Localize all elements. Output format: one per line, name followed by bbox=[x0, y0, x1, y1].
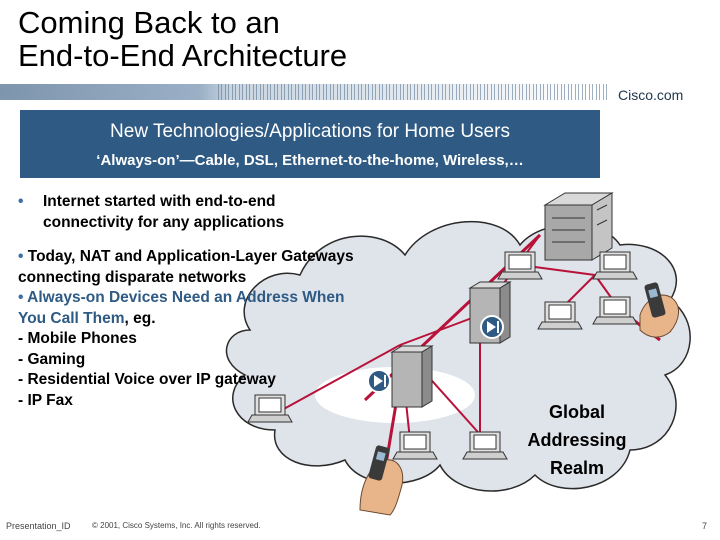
bullet-3-highlight: Always-on Devices Need an Address When Y… bbox=[18, 289, 345, 327]
global-addressing-realm-label: Global Addressing Realm bbox=[527, 402, 627, 478]
footer-presentation-id: Presentation_ID bbox=[6, 521, 71, 531]
workstation-icon-6 bbox=[592, 251, 638, 280]
title-line-1: Coming Back to an bbox=[18, 5, 280, 40]
workstation-icon-1 bbox=[247, 394, 293, 423]
bullet-2: • Today, NAT and Application-Layer Gatew… bbox=[18, 247, 358, 288]
slide-title: Coming Back to an End-to-End Architectur… bbox=[18, 6, 578, 72]
workstation-icon-3 bbox=[462, 431, 508, 460]
banner-subtitle: ‘Always-on’—Cable, DSL, Ethernet-to-the-… bbox=[96, 152, 524, 169]
bullet-3-rest: , eg. bbox=[124, 309, 156, 327]
banner-title: New Technologies/Applications for Home U… bbox=[110, 121, 510, 142]
example-item: - Gaming bbox=[18, 350, 86, 368]
bullet-dot: • bbox=[18, 289, 24, 306]
bullet-1-text: Internet started with end-to-end connect… bbox=[43, 193, 285, 231]
banner: New Technologies/Applications for Home U… bbox=[20, 110, 600, 178]
example-item: - Residential Voice over IP gateway bbox=[18, 371, 276, 388]
bullet-2-text: Today, NAT and Application-Layer Gateway… bbox=[18, 248, 354, 286]
example-item: - Mobile Phones bbox=[18, 330, 137, 347]
workstation-icon-7 bbox=[592, 296, 638, 325]
server-icon-gateway-1 bbox=[468, 281, 512, 344]
bullet-list: • Internet started with end-to-end conne… bbox=[18, 192, 358, 411]
workstation-icon-5 bbox=[537, 301, 583, 330]
workstation-icon-2 bbox=[392, 431, 438, 460]
bullet-3: • Always-on Devices Need an Address When… bbox=[18, 288, 358, 329]
bullet-dot: • bbox=[18, 193, 24, 210]
workstation-icon-4 bbox=[497, 251, 543, 280]
bullet-dot: • bbox=[18, 248, 24, 265]
title-line-2: End-to-End Architecture bbox=[18, 38, 348, 73]
mobile-phone-hand-icon-2 bbox=[639, 282, 679, 338]
header-barcode-pattern bbox=[218, 84, 608, 100]
server-icon-main bbox=[543, 192, 614, 261]
bullet-1: • Internet started with end-to-end conne… bbox=[18, 192, 358, 233]
mobile-phone-hand-icon-1 bbox=[359, 445, 404, 516]
footer-page-number: 7 bbox=[702, 521, 708, 531]
server-icon-gateway-2 bbox=[367, 345, 434, 408]
example-item: - IP Fax bbox=[18, 391, 73, 409]
brand-logo: Cisco.com bbox=[618, 87, 684, 103]
footer-copyright: © 2001, Cisco Systems, Inc. All rights r… bbox=[92, 521, 261, 530]
